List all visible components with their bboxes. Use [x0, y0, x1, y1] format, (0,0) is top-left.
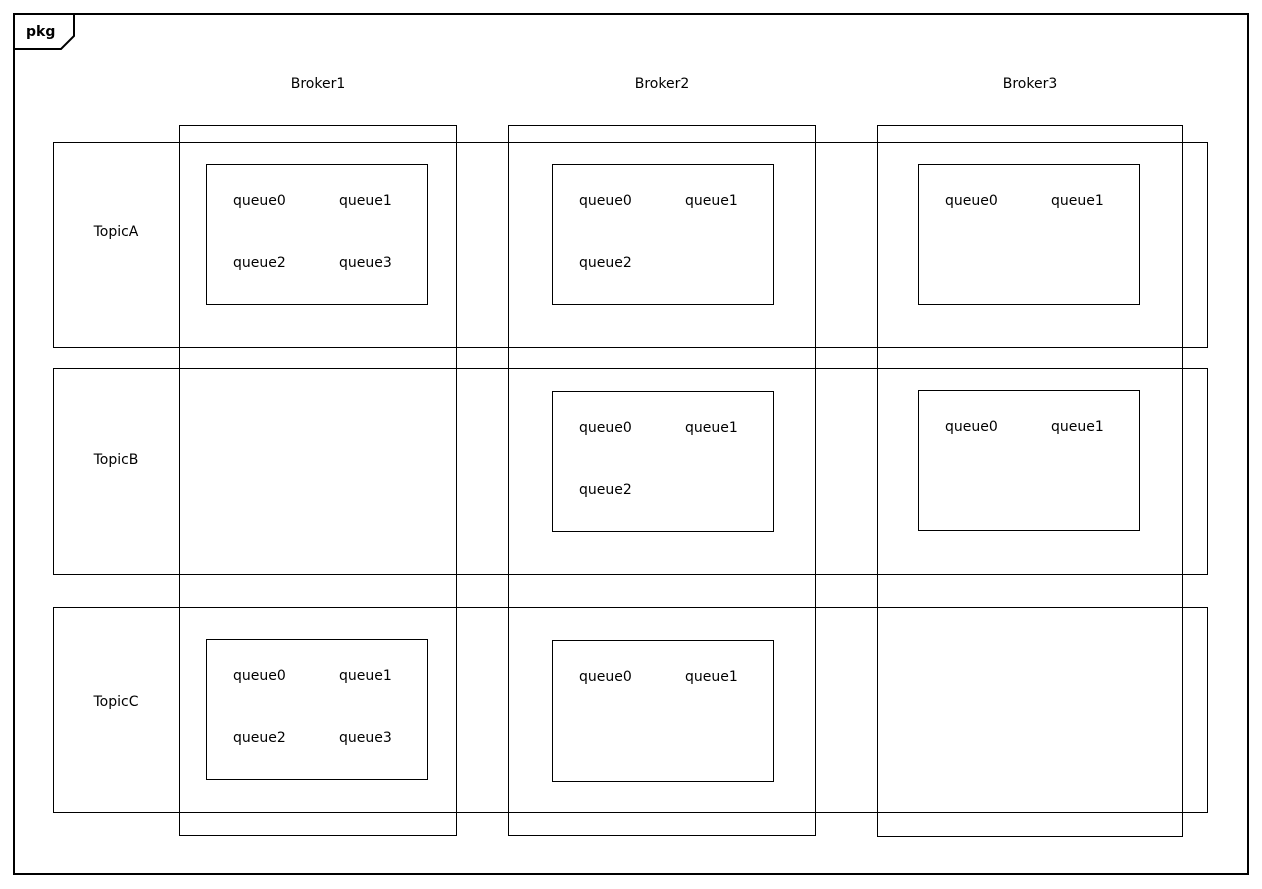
- queue-group-broker1-topicC: queue0 queue1 queue2 queue3: [206, 639, 428, 780]
- frame-kind-label: pkg: [26, 24, 56, 40]
- queue-node: queue1: [685, 420, 738, 436]
- queue-node: queue1: [1051, 193, 1104, 209]
- queue-node: queue2: [233, 255, 286, 271]
- queue-node: queue2: [579, 482, 632, 498]
- topicB-label: TopicB: [93, 452, 139, 468]
- broker3-label: Broker3: [1002, 76, 1058, 92]
- broker2-box: [508, 125, 816, 836]
- queue-node: queue0: [945, 193, 998, 209]
- queue-node: queue0: [233, 668, 286, 684]
- queue-group-broker2-topicB: queue0 queue1 queue2: [552, 391, 774, 532]
- queue-group-broker3-topicA: queue0 queue1: [918, 164, 1140, 305]
- queue-group-broker3-topicB: queue0 queue1: [918, 390, 1140, 531]
- queue-group-broker2-topicA: queue0 queue1 queue2: [552, 164, 774, 305]
- broker3-box: [877, 125, 1183, 837]
- broker1-label: Broker1: [290, 76, 346, 92]
- queue-node: queue2: [233, 730, 286, 746]
- queue-node: queue0: [579, 420, 632, 436]
- diagram-frame: [13, 13, 1249, 875]
- queue-group-broker2-topicC: queue0 queue1: [552, 640, 774, 782]
- broker2-label: Broker2: [634, 76, 690, 92]
- queue-node: queue1: [685, 193, 738, 209]
- queue-node: queue1: [339, 668, 392, 684]
- queue-group-broker1-topicA: queue0 queue1 queue2 queue3: [206, 164, 428, 305]
- queue-node: queue3: [339, 730, 392, 746]
- queue-node: queue2: [579, 255, 632, 271]
- topicB-row: [53, 368, 1208, 575]
- queue-node: queue0: [945, 419, 998, 435]
- broker1-box: [179, 125, 457, 836]
- queue-node: queue1: [1051, 419, 1104, 435]
- pkg-frame-tab: [13, 13, 79, 53]
- topicC-label: TopicC: [93, 694, 139, 710]
- queue-node: queue3: [339, 255, 392, 271]
- queue-node: queue1: [685, 669, 738, 685]
- topicC-row: [53, 607, 1208, 813]
- queue-node: queue0: [579, 193, 632, 209]
- queue-node: queue0: [233, 193, 286, 209]
- queue-node: queue0: [579, 669, 632, 685]
- queue-node: queue1: [339, 193, 392, 209]
- pkg-tab-outline-icon: [13, 15, 75, 50]
- topicA-row: [53, 142, 1208, 348]
- topicA-label: TopicA: [93, 224, 139, 240]
